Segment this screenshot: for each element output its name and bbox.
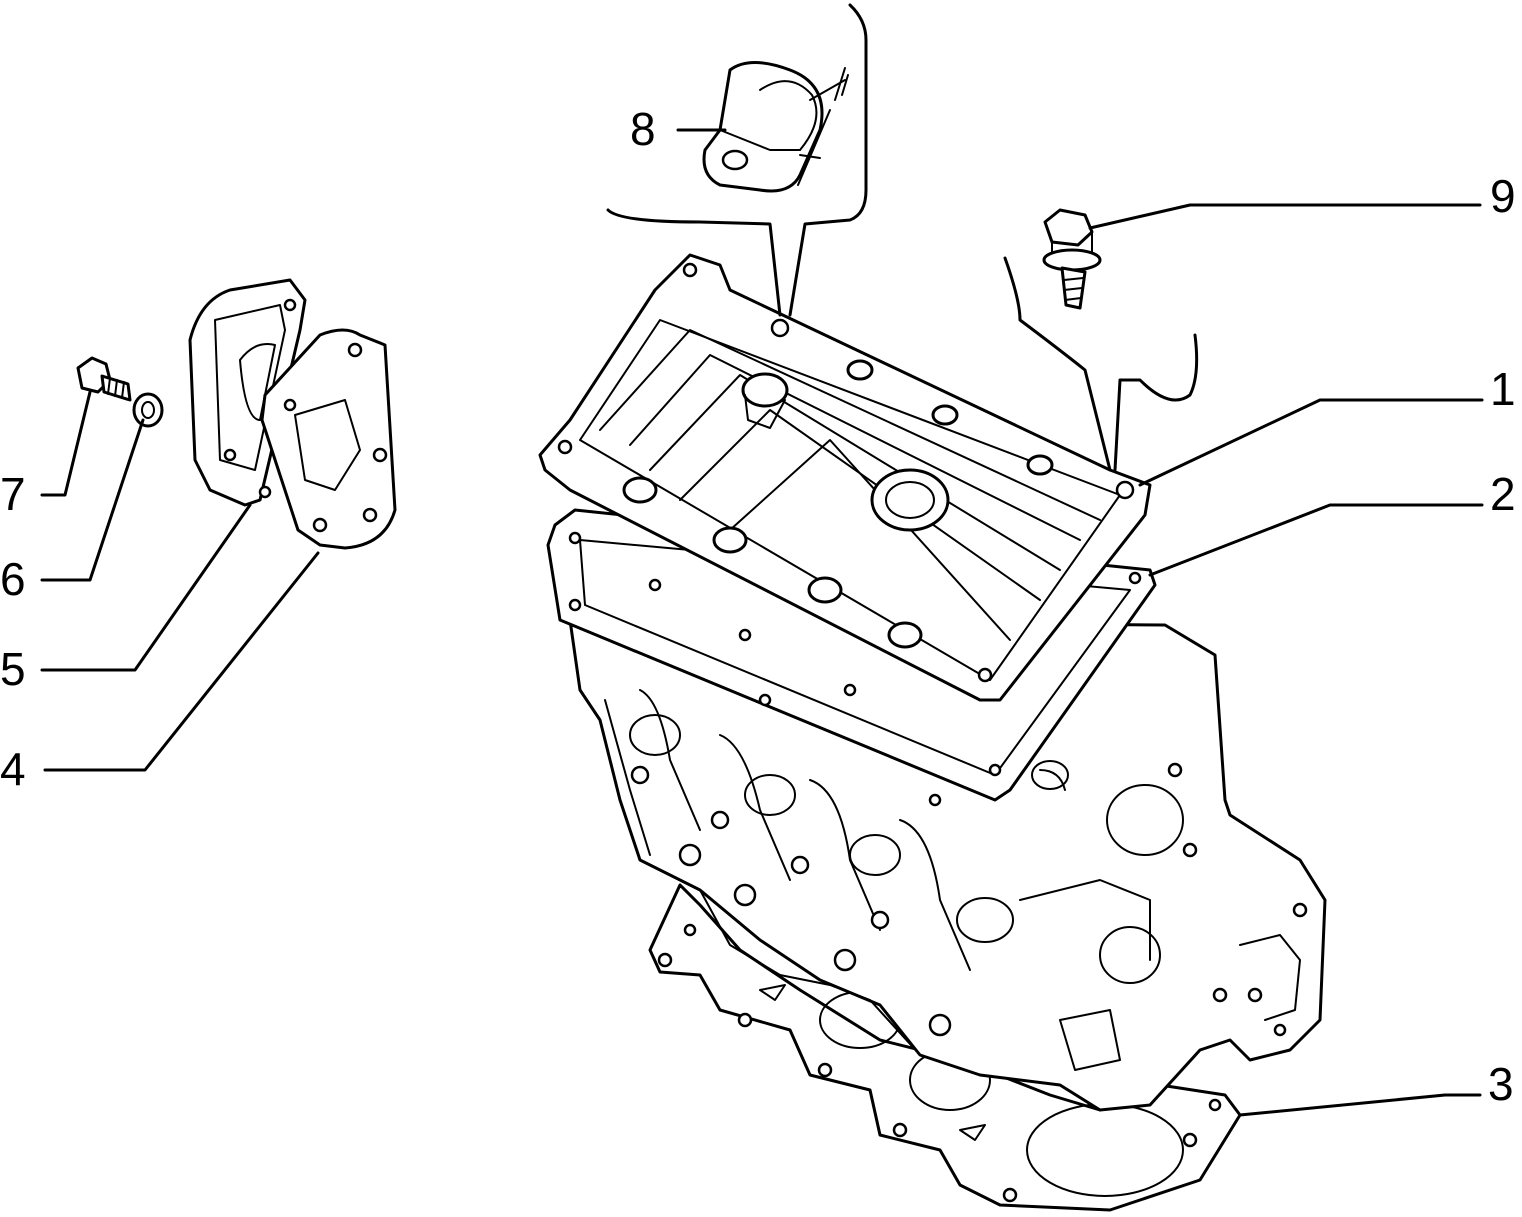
leader-4 xyxy=(43,551,320,772)
callout-9: 9 xyxy=(1490,170,1516,222)
part-5-thermostat-housing[interactable] xyxy=(188,278,307,507)
cylinder-head[interactable] xyxy=(568,618,1327,1112)
callout-8: 8 xyxy=(630,103,656,155)
part-4-gasket-plate[interactable] xyxy=(260,328,397,550)
leader-1 xyxy=(1138,398,1484,487)
part-8-cable-clip[interactable] xyxy=(606,3,868,317)
part-3-head-gasket[interactable] xyxy=(648,883,1242,1212)
leader-lines xyxy=(40,128,1484,1117)
callout-6: 6 xyxy=(0,553,26,605)
part-6-washer[interactable] xyxy=(132,392,164,428)
callout-7: 7 xyxy=(0,468,26,520)
leader-6 xyxy=(40,418,145,582)
callout-2: 2 xyxy=(1490,468,1516,520)
callout-labels: 1 2 3 4 5 6 7 8 9 xyxy=(0,103,1516,1110)
part-1-valve-cover[interactable] xyxy=(538,253,1152,702)
callout-1: 1 xyxy=(1490,363,1516,415)
leader-2 xyxy=(1148,503,1484,577)
callout-5: 5 xyxy=(0,643,26,695)
part-9-bolt[interactable] xyxy=(1003,208,1199,472)
part-7-screw[interactable] xyxy=(76,356,132,402)
leader-7 xyxy=(40,390,92,497)
leader-9 xyxy=(1088,203,1482,230)
callout-4: 4 xyxy=(0,743,26,795)
leader-3 xyxy=(1238,1093,1482,1117)
leader-5 xyxy=(40,503,252,672)
callout-3: 3 xyxy=(1488,1058,1514,1110)
